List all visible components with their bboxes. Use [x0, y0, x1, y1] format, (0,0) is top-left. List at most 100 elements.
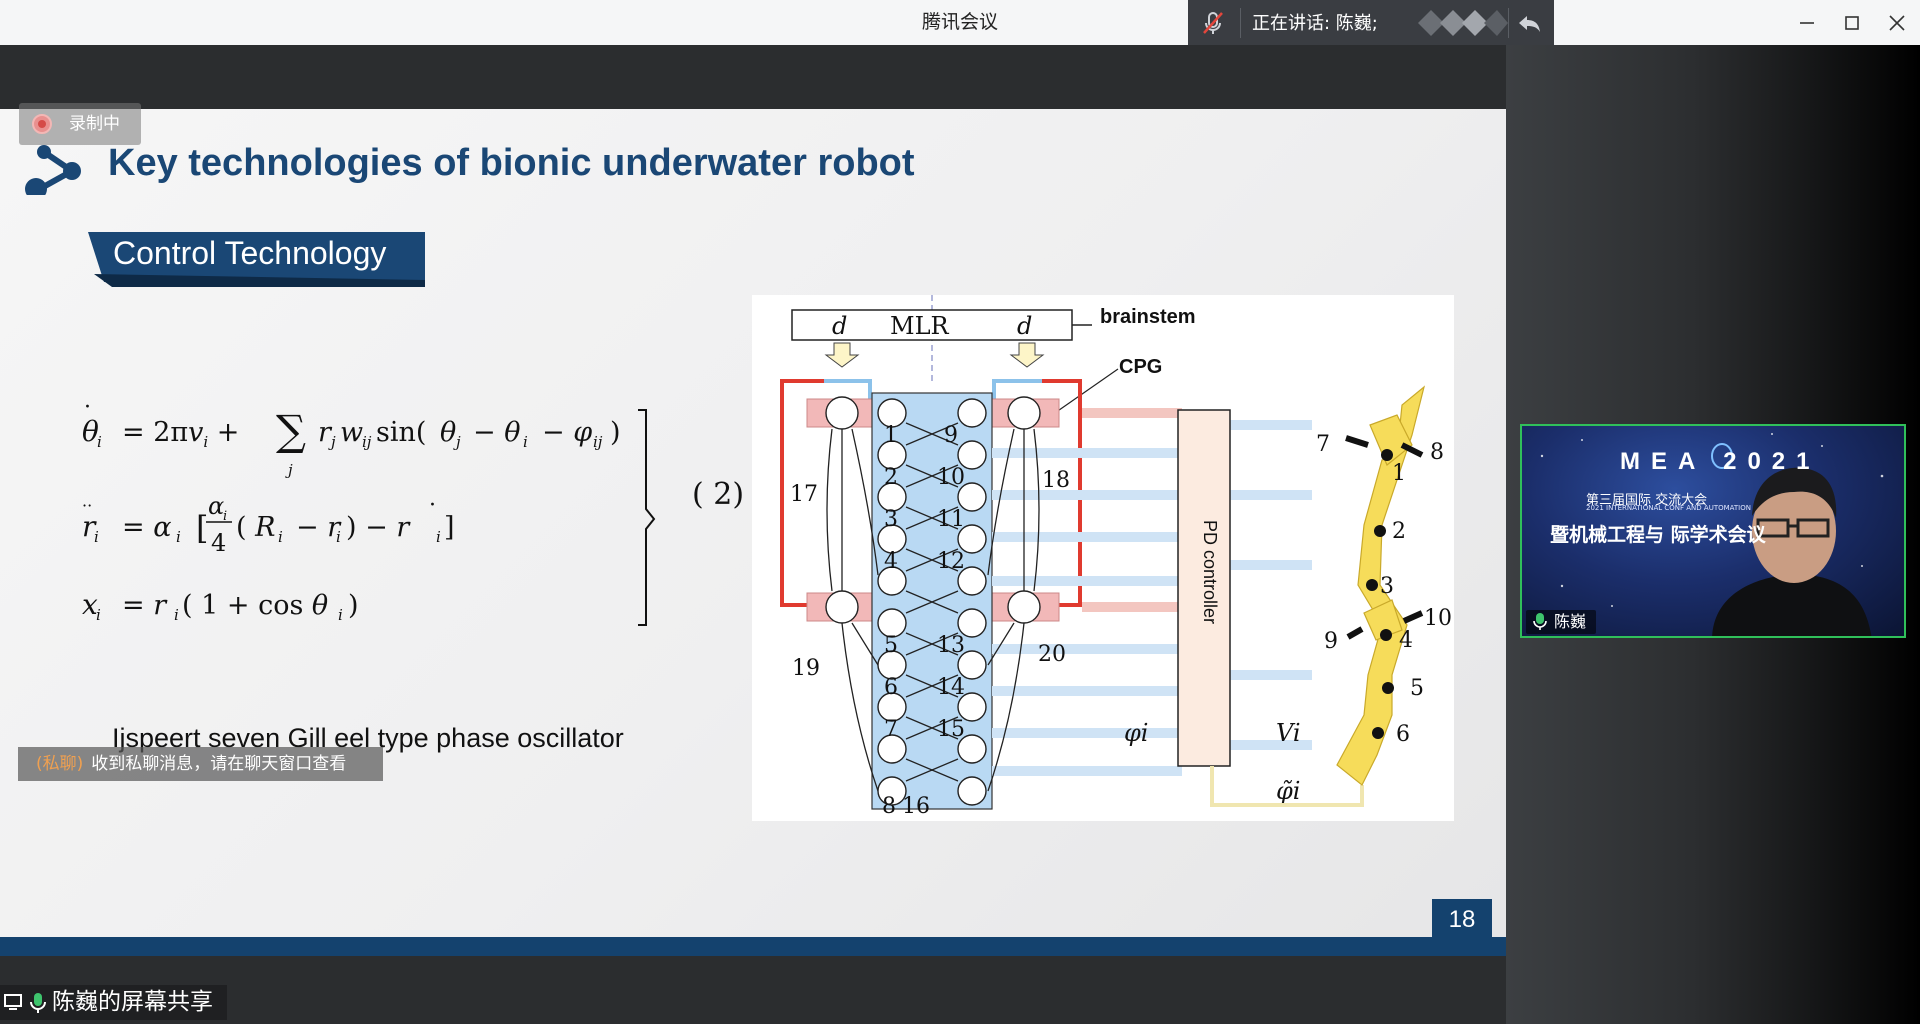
svg-text:20: 20 — [1038, 642, 1066, 667]
svg-text:[: [ — [196, 509, 208, 547]
pd-controller-label: PD controller — [1200, 520, 1220, 624]
svg-text:− r: − r — [296, 512, 342, 543]
svg-text:4: 4 — [884, 549, 898, 574]
video-background — [1540, 433, 1884, 636]
svg-text:5: 5 — [1410, 676, 1424, 701]
svg-text:x: x — [82, 588, 98, 621]
svg-text:) − r: ) − r — [346, 512, 411, 543]
svg-text:= 2πvi +: = 2πvi + — [122, 417, 239, 451]
svg-text:i: i — [96, 606, 101, 624]
svg-text:= α: = α — [122, 512, 171, 543]
phi-label: φi — [1124, 719, 1148, 747]
svg-text:6: 6 — [884, 675, 898, 700]
section-banner — [78, 232, 425, 287]
svg-text:1: 1 — [1392, 461, 1406, 486]
equations: θ · i = 2πvi + ∑ j r j w ij sin( θ j − θ… — [82, 395, 656, 626]
svg-text:13: 13 — [937, 633, 965, 658]
conference-banner-subtitle: 第三届国际 交流大会 — [1586, 493, 1708, 508]
svg-text:∑: ∑ — [276, 406, 306, 455]
participant-name-tag: 陈巍 — [1526, 610, 1597, 634]
divider — [1508, 8, 1509, 38]
svg-text:r: r — [318, 417, 333, 448]
conference-banner-title: MEA 2021 — [1620, 448, 1821, 475]
svg-text:θ: θ — [82, 415, 99, 448]
divider — [1240, 8, 1241, 38]
svg-text:i: i — [336, 528, 341, 546]
svg-text:i: i — [176, 528, 181, 546]
inter-links — [826, 422, 1040, 792]
svg-text:4: 4 — [1399, 628, 1413, 653]
svg-text:18: 18 — [1042, 468, 1070, 493]
cpg-label: CPG — [1119, 356, 1162, 378]
oscillators — [825, 396, 1041, 806]
svg-text:1: 1 — [884, 423, 898, 448]
svg-text:8: 8 — [1430, 440, 1444, 465]
svg-text:): ) — [348, 590, 359, 621]
svg-text:ij: ij — [362, 433, 372, 451]
screen-share-label: 陈巍的屏幕共享 — [0, 985, 227, 1020]
svg-text:i: i — [97, 433, 102, 451]
robot-body — [1336, 385, 1426, 786]
close-icon[interactable] — [1882, 8, 1912, 38]
svg-text:]: ] — [444, 512, 455, 543]
svg-text:10: 10 — [1424, 606, 1452, 631]
recording-indicator[interactable]: 录制中 — [19, 103, 141, 145]
share-area-top — [0, 45, 1506, 109]
joints — [1366, 449, 1394, 739]
svg-text:− φ: − φ — [542, 417, 592, 448]
molecule-logo-icon — [25, 145, 81, 195]
private-message-toast[interactable]: (私聊) 收到私聊消息，请在聊天窗口查看 — [18, 747, 383, 781]
svg-text:θ: θ — [440, 417, 456, 448]
slide-page-number: 18 — [1432, 899, 1492, 937]
svg-text:r: r — [82, 510, 97, 543]
screen-share-text: 陈巍的屏幕共享 — [52, 989, 213, 1015]
svg-text:( R: ( R — [236, 512, 275, 543]
slide-footer-bar — [0, 937, 1506, 956]
mic-muted-icon[interactable] — [1198, 8, 1228, 38]
mic-active-icon — [30, 993, 46, 1013]
svg-text:− θ: − θ — [473, 417, 520, 448]
svg-text:α: α — [208, 492, 224, 520]
equation-number: ( 2) — [692, 477, 745, 512]
conference-banner-english: 2021 INTERNATIONAL CONF AND AUTOMATION — [1586, 504, 1751, 512]
private-tag: (私聊) — [36, 754, 84, 774]
d-label: d — [832, 312, 847, 340]
conference-banner-chinese: 暨机械工程与 际学术会议 — [1550, 524, 1766, 546]
svg-text:9: 9 — [1324, 629, 1338, 654]
svg-text:14: 14 — [937, 675, 965, 700]
record-icon — [32, 114, 52, 134]
svg-text:ij: ij — [593, 433, 603, 451]
brainstem-label: brainstem — [1100, 306, 1196, 328]
svg-text:19: 19 — [792, 656, 820, 681]
reply-icon[interactable] — [1514, 8, 1544, 38]
svg-text:j: j — [285, 461, 293, 479]
svg-text:i: i — [174, 606, 179, 624]
app-title: 腾讯会议 — [921, 11, 998, 33]
maximize-icon[interactable] — [1837, 8, 1867, 38]
private-message-text: 收到私聊消息，请在聊天窗口查看 — [91, 754, 347, 774]
participant-video-tile[interactable]: MEA 2021 第三届国际 交流大会 2021 INTERNATIONAL C… — [1520, 424, 1906, 638]
svg-text:··: ·· — [82, 496, 92, 515]
svg-text:5: 5 — [884, 633, 898, 658]
svg-text:17: 17 — [790, 482, 818, 507]
svg-text:( 1 + cos θ: ( 1 + cos θ — [182, 590, 328, 621]
svg-text:i: i — [436, 528, 441, 546]
svg-text:i: i — [223, 509, 227, 524]
screen-share-icon — [4, 994, 22, 1010]
recording-label: 录制中 — [69, 114, 120, 134]
v-label: Vi — [1276, 719, 1301, 747]
svg-text:·: · — [429, 493, 436, 518]
slide-title: Key technologies of bionic underwater ro… — [108, 142, 915, 184]
svg-text:3: 3 — [1380, 574, 1394, 599]
svg-text:12: 12 — [937, 549, 965, 574]
minimize-icon[interactable] — [1792, 8, 1822, 38]
svg-text:2: 2 — [1392, 519, 1406, 544]
svg-text:w: w — [340, 417, 363, 448]
svg-text:11: 11 — [937, 507, 965, 532]
svg-text:i: i — [338, 606, 343, 624]
svg-text:i: i — [523, 433, 528, 451]
speaking-label: 正在讲话: 陈巍; — [1252, 13, 1378, 34]
svg-text:): ) — [610, 417, 621, 448]
svg-text:4: 4 — [211, 529, 226, 557]
participant-name: 陈巍 — [1554, 612, 1587, 631]
